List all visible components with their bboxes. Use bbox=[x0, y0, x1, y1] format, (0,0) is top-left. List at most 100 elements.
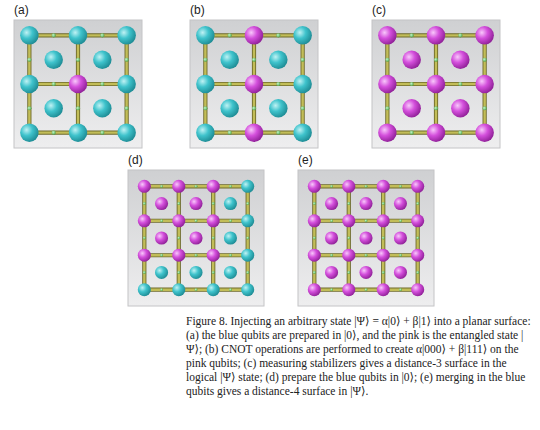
measure-qubit bbox=[458, 82, 462, 86]
measure-qubit bbox=[160, 219, 163, 222]
bond-bar bbox=[312, 186, 316, 289]
bond-bar bbox=[144, 253, 247, 257]
data-qubit bbox=[207, 249, 220, 262]
data-qubit bbox=[377, 283, 390, 296]
measure-qubit bbox=[347, 237, 350, 240]
measure-qubit bbox=[177, 237, 180, 240]
data-qubit bbox=[207, 180, 220, 193]
measure-qubit bbox=[100, 131, 104, 135]
data-qubit bbox=[93, 99, 111, 117]
data-qubit bbox=[220, 50, 238, 68]
data-qubit bbox=[378, 75, 396, 93]
measure-qubit bbox=[399, 185, 402, 188]
data-qubit bbox=[224, 266, 237, 279]
panel-label: (d) bbox=[128, 153, 143, 167]
data-qubit bbox=[269, 50, 287, 68]
data-qubit bbox=[20, 123, 38, 141]
lattice-panel bbox=[128, 170, 264, 306]
data-qubit bbox=[138, 249, 151, 262]
measure-qubit bbox=[246, 271, 249, 274]
measure-qubit bbox=[246, 237, 249, 240]
measure-qubit bbox=[52, 131, 56, 135]
measure-qubit bbox=[313, 237, 316, 240]
bond-bar bbox=[144, 254, 247, 256]
measure-qubit bbox=[434, 58, 438, 62]
lattice-panel bbox=[298, 170, 434, 306]
measure-qubit bbox=[382, 237, 385, 240]
measure-qubit bbox=[365, 254, 368, 257]
measure-qubit bbox=[212, 271, 215, 274]
measure-qubit bbox=[229, 254, 232, 257]
lattice-panel bbox=[190, 20, 318, 148]
data-qubit bbox=[402, 50, 420, 68]
data-qubit bbox=[155, 266, 168, 279]
data-qubit bbox=[325, 231, 338, 244]
data-qubit bbox=[308, 283, 321, 296]
data-qubit bbox=[378, 123, 396, 141]
measure-qubit bbox=[313, 202, 316, 205]
measure-qubit bbox=[228, 33, 232, 37]
measure-qubit bbox=[434, 106, 438, 110]
data-qubit bbox=[220, 99, 238, 117]
bond-bar bbox=[144, 220, 247, 222]
measure-qubit bbox=[483, 58, 487, 62]
bond-bar bbox=[314, 253, 417, 257]
data-qubit bbox=[138, 180, 151, 193]
data-qubit bbox=[241, 283, 254, 296]
bond-bar bbox=[144, 288, 247, 290]
bond-bar bbox=[246, 186, 250, 289]
data-qubit bbox=[224, 197, 237, 210]
bond-bar bbox=[381, 186, 385, 289]
data-qubit bbox=[172, 249, 185, 262]
measure-qubit bbox=[228, 131, 232, 135]
measure-qubit bbox=[301, 58, 305, 62]
panel-ground bbox=[372, 20, 500, 148]
data-qubit bbox=[269, 99, 287, 117]
measure-qubit bbox=[276, 131, 280, 135]
measure-qubit bbox=[228, 82, 232, 86]
data-qubit bbox=[44, 50, 62, 68]
data-qubit bbox=[196, 75, 214, 93]
measure-qubit bbox=[143, 237, 146, 240]
data-qubit bbox=[325, 266, 338, 279]
measure-qubit bbox=[399, 254, 402, 257]
measure-qubit bbox=[252, 106, 256, 110]
data-qubit bbox=[377, 214, 390, 227]
data-qubit bbox=[241, 249, 254, 262]
panel-label: (b) bbox=[190, 3, 205, 17]
bond-bar bbox=[144, 219, 247, 223]
measure-qubit bbox=[399, 219, 402, 222]
data-qubit bbox=[359, 266, 372, 279]
bond-bar bbox=[314, 254, 417, 256]
data-qubit bbox=[475, 26, 493, 44]
data-qubit bbox=[342, 180, 355, 193]
measure-qubit bbox=[252, 58, 256, 62]
measure-qubit bbox=[347, 271, 350, 274]
data-qubit bbox=[196, 26, 214, 44]
measure-qubit bbox=[276, 82, 280, 86]
measure-qubit bbox=[100, 82, 104, 86]
data-qubit bbox=[451, 99, 469, 117]
measure-qubit bbox=[330, 254, 333, 257]
measure-qubit bbox=[410, 131, 414, 135]
measure-qubit bbox=[160, 254, 163, 257]
bond-bar bbox=[382, 186, 384, 289]
data-qubit bbox=[411, 249, 424, 262]
bond-bar bbox=[348, 186, 350, 289]
measure-qubit bbox=[416, 202, 419, 205]
data-qubit bbox=[138, 214, 151, 227]
data-qubit bbox=[189, 266, 202, 279]
data-qubit bbox=[427, 75, 445, 93]
data-qubit bbox=[475, 75, 493, 93]
measure-qubit bbox=[195, 288, 198, 291]
data-qubit bbox=[245, 26, 263, 44]
measure-qubit bbox=[76, 106, 80, 110]
measure-qubit bbox=[52, 33, 56, 37]
panel-label: (c) bbox=[372, 3, 386, 17]
bond-bar bbox=[212, 186, 214, 289]
panel-ground bbox=[298, 170, 434, 306]
measure-qubit bbox=[125, 58, 129, 62]
measure-qubit bbox=[458, 131, 462, 135]
data-qubit bbox=[172, 180, 185, 193]
data-qubit bbox=[155, 231, 168, 244]
